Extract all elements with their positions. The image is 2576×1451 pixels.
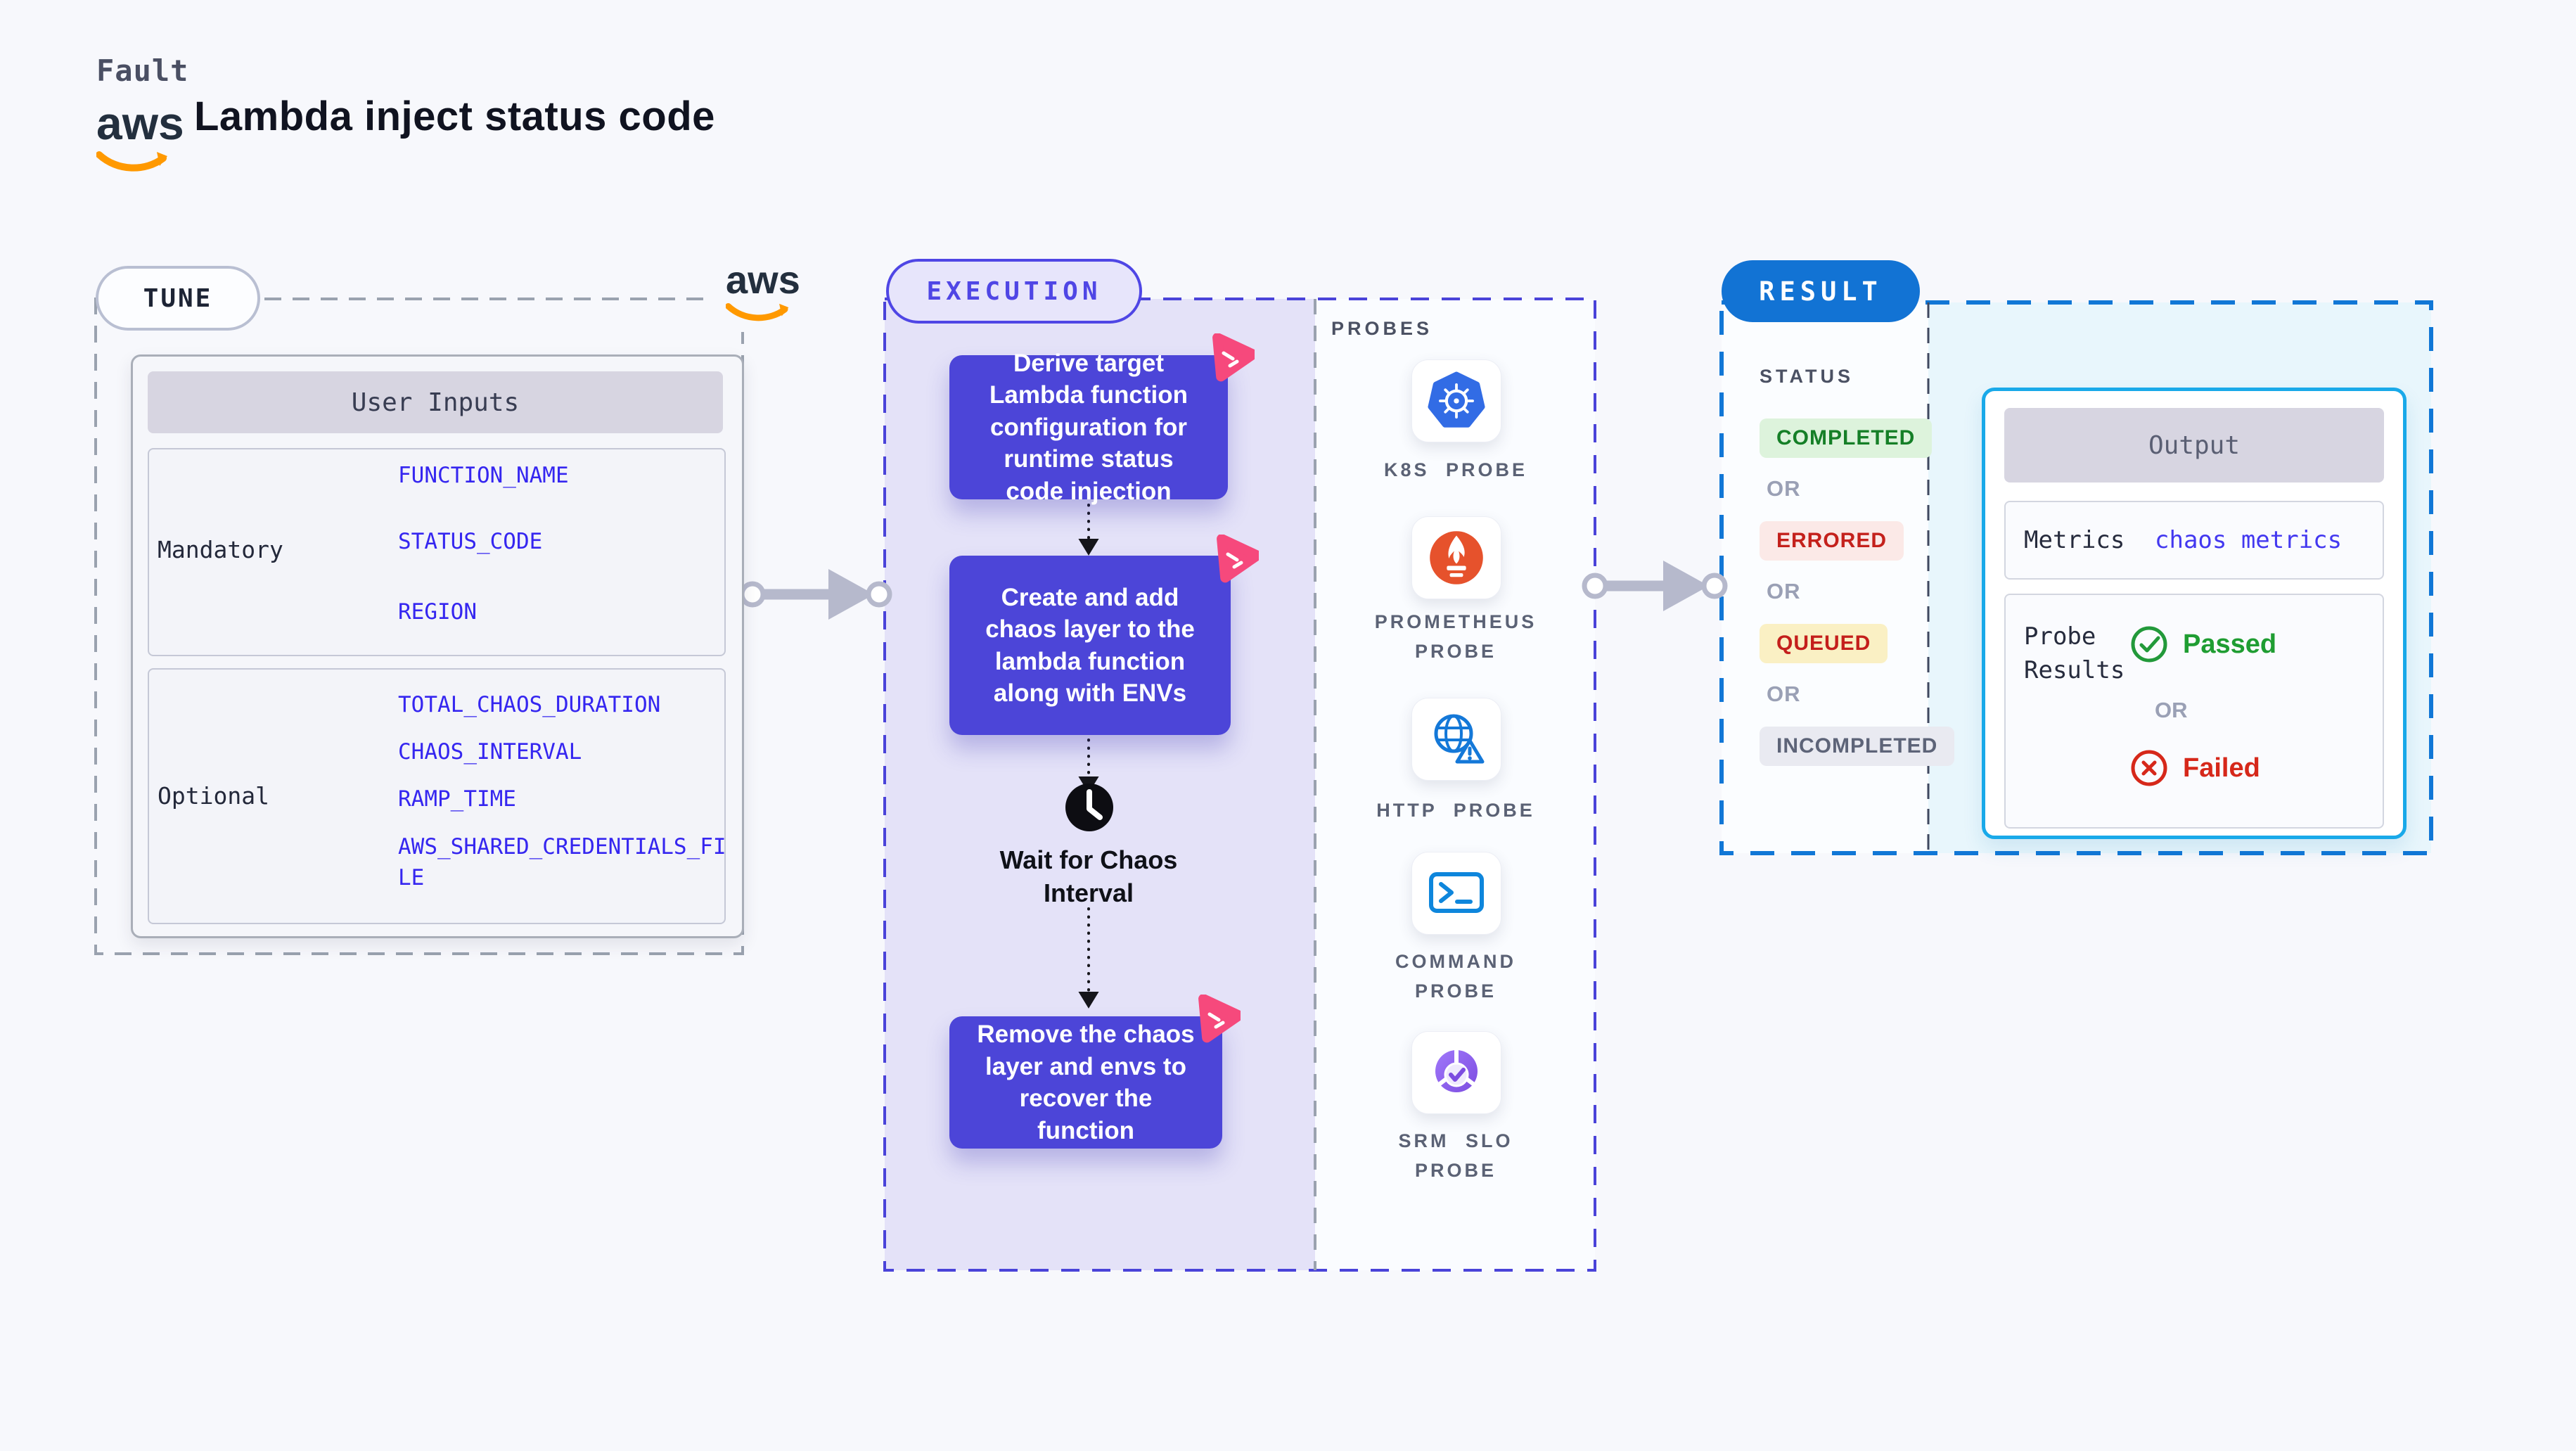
aws-logo-text: aws	[96, 97, 184, 149]
clock-icon	[1065, 784, 1113, 831]
probe-label-command: COMMAND PROBE	[1322, 947, 1589, 1006]
failed-label: Failed	[2183, 753, 2260, 783]
probe-label-text: SRM SLO PROBE	[1398, 1130, 1513, 1181]
metrics-label: Metrics	[2024, 526, 2125, 554]
or-separator: OR	[1767, 682, 1801, 706]
aws-smile-icon	[726, 302, 789, 321]
arrow-probes-to-result	[1582, 561, 1728, 611]
kubernetes-icon	[1428, 371, 1485, 428]
mandatory-label: Mandatory	[158, 536, 283, 563]
tune-dashed-border	[94, 298, 744, 955]
param-aws-shared-credentials-file: AWS_SHARED_CREDENTIALS_FILE	[398, 834, 726, 890]
probe-result-passed: Passed	[2129, 625, 2276, 664]
optional-label: Optional	[158, 782, 269, 810]
aws-logo-text: aws	[726, 257, 800, 302]
probe-label-text: K8S PROBE	[1383, 459, 1528, 480]
tune-badge: TUNE	[96, 266, 260, 331]
user-inputs-header-label: User Inputs	[351, 388, 520, 417]
probe-card-prometheus	[1411, 516, 1501, 599]
probe-label-http: HTTP PROBE	[1322, 796, 1589, 826]
tune-badge-label: TUNE	[143, 283, 213, 313]
litmus-chaos-icon	[1212, 333, 1255, 382]
param-total-chaos-duration: TOTAL_CHAOS_DURATION	[398, 692, 661, 717]
litmus-chaos-icon	[1217, 535, 1259, 583]
execution-dashed-border	[883, 298, 1596, 1272]
aws-smile-icon	[96, 151, 167, 172]
fault-kind-label: Fault	[96, 53, 189, 88]
status-badge-completed: COMPLETED	[1760, 418, 1933, 458]
probe-label-k8s: K8S PROBE	[1322, 456, 1589, 485]
output-header: Output	[2004, 408, 2384, 482]
optional-params-row	[148, 668, 726, 924]
step-create-chaos-layer: Create and add chaos layer to the lambda…	[949, 556, 1231, 735]
result-badge: RESULT	[1722, 260, 1920, 322]
probe-label-text: HTTP PROBE	[1376, 800, 1535, 821]
status-column: STATUS COMPLETED OR ERRORED OR QUEUED OR…	[1760, 366, 1955, 766]
status-badge-errored: ERRORED	[1760, 521, 1904, 561]
probe-result-failed: Failed	[2129, 748, 2260, 788]
probe-results-row: Probe Results Passed OR Failed	[2004, 594, 2384, 829]
probe-card-k8s	[1411, 359, 1501, 442]
execution-badge-label: EXECUTION	[926, 276, 1102, 306]
probe-card-http	[1411, 698, 1501, 781]
status-heading: STATUS	[1760, 366, 1854, 387]
step-label: Remove the chaos layer and envs to recov…	[977, 1021, 1195, 1144]
output-header-label: Output	[2148, 430, 2241, 460]
probes-section-label: PROBES	[1331, 318, 1433, 339]
param-chaos-interval: CHAOS_INTERVAL	[398, 739, 582, 765]
probe-results-label: Probe Results	[2024, 622, 2125, 684]
command-terminal-icon	[1429, 872, 1484, 913]
passed-label: Passed	[2183, 629, 2277, 659]
probe-label-text: COMMAND PROBE	[1395, 951, 1516, 1002]
http-globe-icon	[1434, 714, 1485, 764]
step-remove-chaos-layer: Remove the chaos layer and envs to recov…	[949, 1016, 1222, 1149]
srm-slo-icon	[1435, 1049, 1478, 1092]
aws-logo-tune: aws	[726, 260, 800, 325]
probe-label-srm-slo: SRM SLO PROBE	[1322, 1127, 1589, 1186]
param-region: REGION	[398, 599, 477, 625]
or-separator: OR	[1767, 476, 1801, 501]
step-label: Derive target Lambda function configurat…	[989, 349, 1188, 505]
aws-logo: aws	[96, 100, 184, 176]
step-label: Create and add chaos layer to the lambda…	[985, 583, 1195, 708]
step-derive-lambda-config: Derive target Lambda function configurat…	[949, 350, 1228, 505]
probe-card-command	[1411, 852, 1501, 935]
page-title: Lambda inject status code	[194, 94, 715, 139]
wait-for-chaos-interval-label: Wait for Chaos Interval	[999, 845, 1178, 907]
metrics-row: Metrics chaos metrics	[2004, 501, 2384, 580]
user-inputs-header: User Inputs	[148, 371, 723, 433]
probe-label-prometheus: PROMETHEUS PROBE	[1322, 608, 1589, 667]
probes-panel-bg	[1315, 299, 1595, 1270]
metrics-value-link: chaos metrics	[2155, 526, 2343, 554]
status-badge-queued: QUEUED	[1760, 624, 1888, 663]
or-separator: OR	[2155, 698, 2188, 722]
result-badge-label: RESULT	[1759, 276, 1883, 307]
x-circle-icon	[2131, 750, 2167, 786]
param-status-code: STATUS_CODE	[398, 529, 543, 554]
execution-badge: EXECUTION	[886, 259, 1142, 324]
probe-label-text: PROMETHEUS PROBE	[1374, 611, 1537, 662]
or-separator: OR	[1767, 579, 1801, 603]
param-ramp-time: RAMP_TIME	[398, 786, 516, 812]
arrow-tune-to-execution	[739, 569, 892, 620]
output-card: Output Metrics chaos metrics Probe Resul…	[1982, 388, 2407, 839]
mandatory-params-row	[148, 448, 726, 656]
param-function-name: FUNCTION_NAME	[398, 463, 569, 488]
check-circle-icon	[2131, 626, 2167, 663]
status-badge-incompleted: INCOMPLETED	[1760, 727, 1955, 766]
litmus-chaos-icon	[1198, 995, 1241, 1043]
prometheus-icon	[1430, 531, 1483, 584]
probe-card-srm-slo	[1411, 1031, 1501, 1114]
